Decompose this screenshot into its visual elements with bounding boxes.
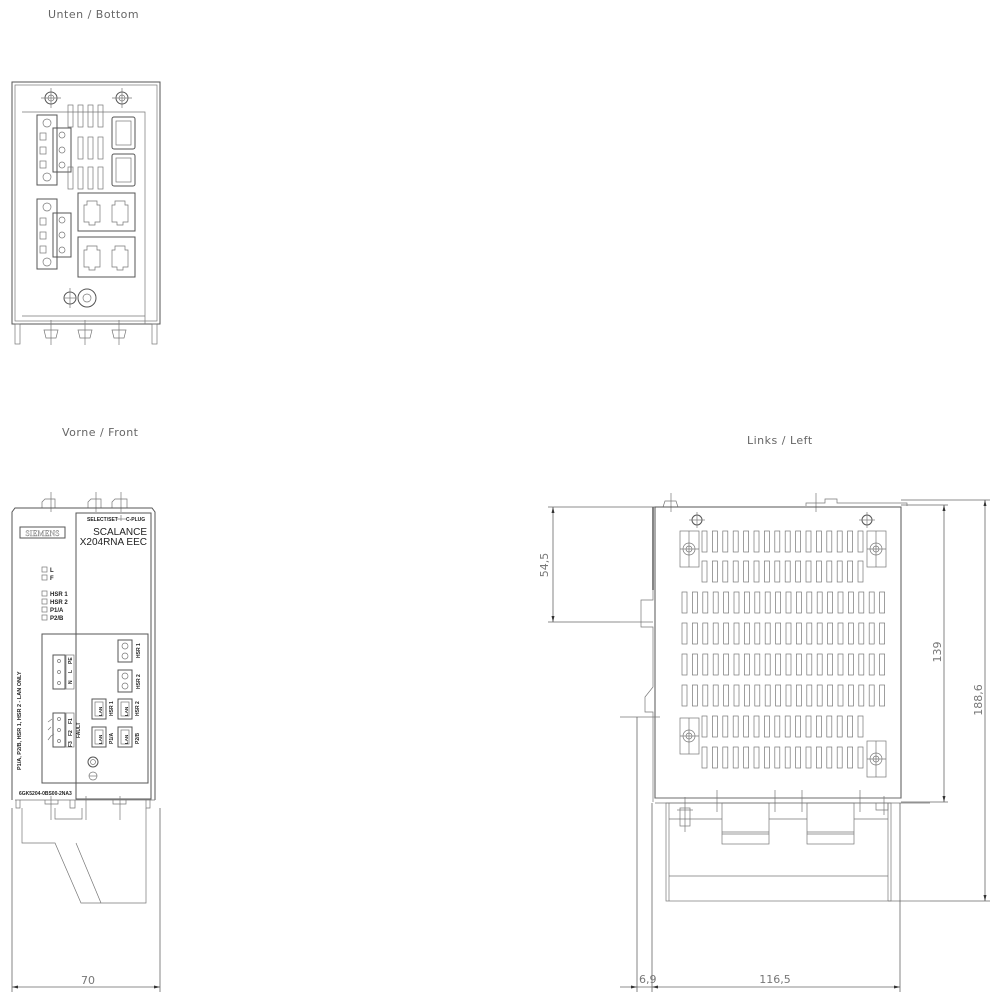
fiber-port-hsr2: HSR 2 [117, 669, 142, 693]
rj45-icon [83, 200, 101, 226]
lan-port-hsr1: LAN HSR 1 [91, 698, 115, 720]
svg-text:N: N [68, 680, 74, 684]
lan-only-note: P1/A, P2/B, HSR 1, HSR 2 - LAN ONLY [17, 671, 23, 770]
svg-text:P2/B: P2/B [50, 616, 64, 622]
front-view: Vorne / Front SIEMENS SELECT/SET C-PLUG … [11, 426, 161, 992]
fault-label: FAULT [76, 722, 82, 738]
svg-text:HSR 1: HSR 1 [136, 643, 142, 658]
svg-text:HSR 2: HSR 2 [136, 674, 142, 689]
bottom-view-title: Unten / Bottom [48, 8, 139, 21]
svg-text:6,9: 6,9 [639, 973, 657, 986]
dim-top-offset: 54,5 [538, 506, 655, 623]
svg-text:F1: F1 [68, 718, 74, 724]
bottom-housing [11, 81, 161, 325]
din-clips [14, 320, 158, 345]
fiber-slot [111, 153, 136, 187]
screw-icon [689, 512, 705, 528]
product-line1: SCALANCE [93, 527, 147, 538]
svg-text:LAN: LAN [124, 735, 129, 744]
svg-text:116,5: 116,5 [759, 973, 791, 986]
svg-text:P2/B: P2/B [135, 732, 141, 744]
front-view-title: Vorne / Front [62, 426, 139, 439]
captive-screw-icon [866, 530, 887, 568]
ground-icon [87, 756, 99, 781]
captive-screw-icon [679, 530, 700, 568]
left-view-title: Links / Left [747, 434, 813, 447]
svg-text:HSR 2: HSR 2 [135, 701, 141, 716]
svg-text:188,6: 188,6 [972, 684, 985, 716]
svg-text:F: F [50, 576, 54, 582]
svg-text:HSR 1: HSR 1 [50, 592, 68, 598]
svg-text:139: 139 [931, 642, 944, 663]
led-panel: L F HSR 1 HSR 2 P1/A P2/B [41, 566, 68, 622]
svg-text:54,5: 54,5 [538, 553, 551, 578]
rj45-icon [111, 200, 129, 226]
svg-text:LAN: LAN [124, 707, 129, 716]
vent-slots [681, 530, 885, 769]
svg-text:HSR 1: HSR 1 [109, 701, 115, 716]
dim-body-height: 139 [901, 504, 948, 803]
dim-depth: 6,9 116,5 [620, 717, 901, 992]
captive-screw-icon [679, 717, 700, 755]
terminal-block-icon [36, 198, 72, 270]
ground-icon [63, 288, 97, 308]
rj45-icon [111, 245, 129, 271]
svg-text:L: L [50, 568, 54, 574]
rj45-port-group [77, 192, 136, 278]
fiber-slot [111, 116, 136, 150]
relay-symbol-icon [47, 718, 55, 741]
lan-port-hsr2: LAN HSR 2 [117, 698, 141, 720]
svg-text:LAN: LAN [98, 707, 103, 716]
bottom-view: Unten / Bottom [11, 8, 161, 345]
svg-text:P1/A: P1/A [50, 608, 64, 614]
front-housing [11, 507, 156, 800]
lan-port-p2b: LAN P2/B [117, 726, 141, 748]
fault-connector [52, 712, 66, 748]
connector-panel [41, 633, 149, 784]
product-line2: X204RNA EEC [80, 537, 147, 548]
svg-text:L: L [68, 670, 74, 673]
screw-icon [112, 88, 132, 108]
power-connector [52, 654, 66, 690]
c-plug-label: C-PLUG [126, 517, 145, 523]
svg-text:LAN: LAN [98, 735, 103, 744]
dim-total-height: 188,6 [901, 499, 990, 902]
svg-text:HSR 2: HSR 2 [50, 600, 68, 606]
left-view: Links / Left [538, 434, 990, 992]
rj45-icon [83, 245, 101, 271]
vent-slots [67, 104, 104, 190]
svg-text:70: 70 [81, 974, 95, 987]
order-number: 6GK5204-0BS00-2NA3 [19, 791, 72, 797]
fiber-port-hsr1: HSR 1 [117, 639, 142, 663]
svg-text:F3: F3 [68, 741, 74, 747]
lan-port-p1a: LAN P1/A [91, 726, 115, 748]
select-set-label: SELECT/SET [87, 517, 118, 523]
svg-text:P1/A: P1/A [109, 732, 115, 744]
siemens-logo [19, 526, 66, 539]
svg-text:F2: F2 [68, 730, 74, 736]
screw-icon [859, 512, 875, 528]
front-cover [75, 512, 152, 800]
terminal-block-icon [36, 114, 72, 186]
svg-text:SIEMENS: SIEMENS [25, 529, 59, 538]
captive-screw-icon [866, 740, 887, 778]
front-width-dimension: 70 [11, 808, 161, 992]
svg-text:PE: PE [68, 657, 74, 664]
screw-icon [41, 88, 61, 108]
